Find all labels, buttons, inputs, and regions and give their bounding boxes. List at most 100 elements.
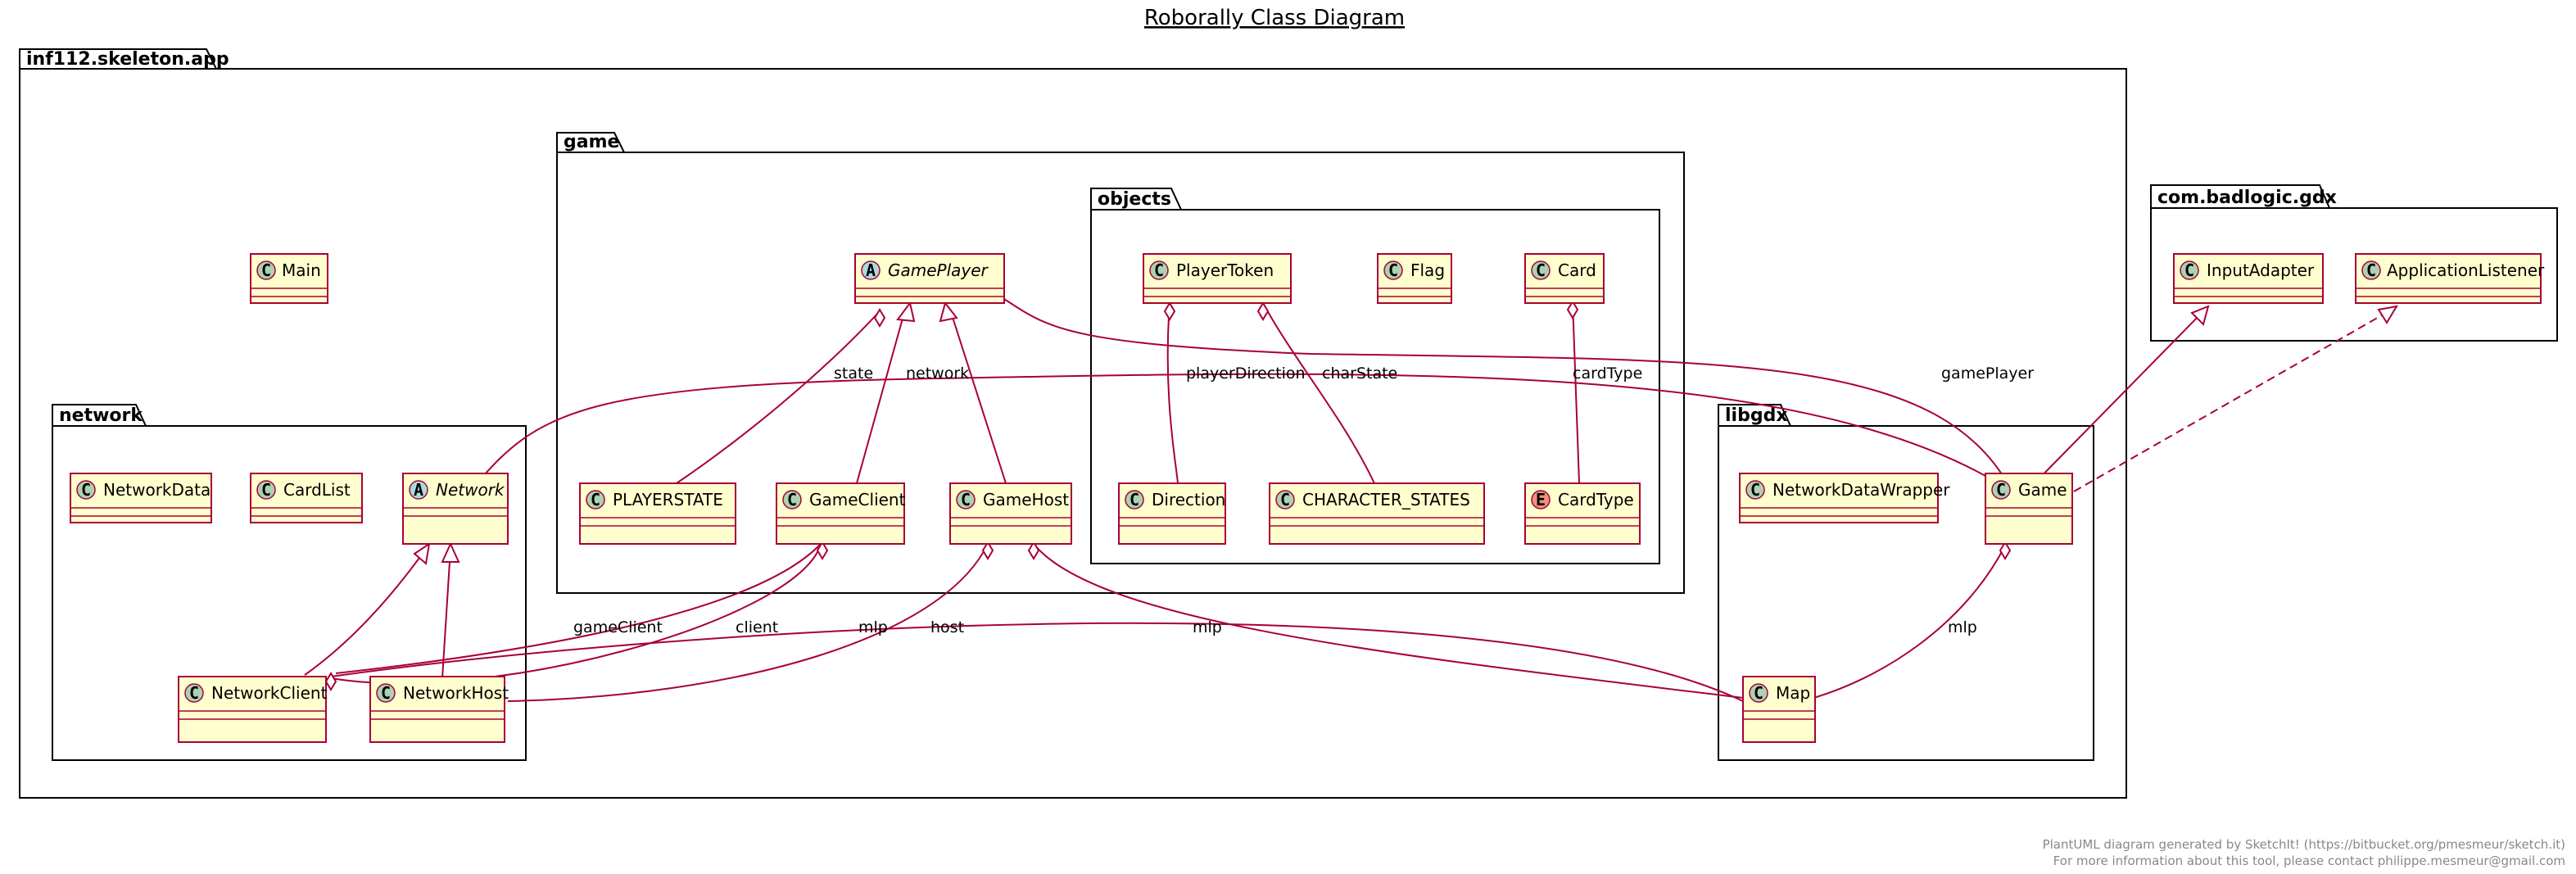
edge-gamehost-inherits-gameplayer bbox=[949, 309, 1007, 484]
package-app-label: inf112.skeleton.app bbox=[26, 49, 229, 70]
class-card-type: E CardType bbox=[1524, 482, 1641, 545]
class-main: C Main bbox=[250, 253, 328, 304]
class-name: PLAYERSTATE bbox=[613, 490, 723, 509]
edge-label-mlp-game: mlp bbox=[1948, 618, 1977, 636]
edge-label-host: host bbox=[930, 618, 964, 636]
class-name: GameClient bbox=[809, 490, 906, 509]
edge-gameplayer-state-playerstate bbox=[676, 310, 881, 484]
class-badge-icon bbox=[376, 683, 396, 703]
class-name: Game bbox=[2018, 480, 2067, 500]
edge-networkhost-inherits-network bbox=[441, 548, 451, 679]
svg-text:C: C bbox=[381, 683, 391, 703]
diamond-gameplayer-state bbox=[873, 308, 886, 328]
class-name: NetworkData bbox=[103, 480, 211, 500]
class-name: Map bbox=[1776, 683, 1810, 703]
svg-text:C: C bbox=[1154, 260, 1164, 280]
class-name: CardList bbox=[283, 480, 351, 500]
class-name: NetworkHost bbox=[403, 683, 509, 703]
edge-gameclient-inherits-gameplayer bbox=[856, 309, 906, 484]
edge-label-mlp-host: mlp bbox=[1193, 618, 1222, 636]
class-name: CHARACTER_STATES bbox=[1302, 490, 1470, 509]
class-game: C Game bbox=[1985, 473, 2073, 545]
class-game-player: A GamePlayer bbox=[854, 253, 1005, 304]
svg-text:C: C bbox=[787, 490, 797, 509]
svg-text:C: C bbox=[961, 490, 971, 509]
class-badge-icon bbox=[1531, 260, 1551, 280]
svg-text:C: C bbox=[1996, 480, 2006, 500]
edge-label-char-state: charState bbox=[1322, 365, 1397, 383]
arrow-head-applicationlistener bbox=[2377, 305, 2398, 324]
class-badge-icon bbox=[1745, 480, 1765, 500]
svg-text:C: C bbox=[1388, 260, 1398, 280]
diamond-gamehost-mlp bbox=[1027, 541, 1040, 560]
package-game-label: game bbox=[564, 132, 619, 152]
class-badge-icon bbox=[1125, 490, 1144, 509]
edge-game-network bbox=[478, 373, 2006, 488]
class-badge-icon bbox=[256, 260, 276, 280]
class-badge-icon bbox=[1991, 480, 2011, 500]
class-game-host: C GameHost bbox=[949, 482, 1072, 545]
edge-gamehost-networkhost bbox=[507, 543, 989, 702]
class-badge-icon bbox=[1275, 490, 1295, 509]
edge-label-game-client: gameClient bbox=[573, 618, 663, 636]
arrow-head-gamehost bbox=[939, 301, 958, 323]
class-name: PlayerToken bbox=[1176, 260, 1274, 280]
edge-playertoken-characterstates bbox=[1262, 302, 1375, 484]
svg-text:E: E bbox=[1536, 490, 1546, 509]
class-network-host: C NetworkHost bbox=[369, 676, 509, 743]
edge-game-gameplayer bbox=[1003, 298, 2009, 486]
diamond-game-mlp bbox=[1999, 541, 2012, 560]
class-input-adapter: C InputAdapter bbox=[2173, 253, 2324, 304]
class-name: NetworkClient bbox=[211, 683, 328, 703]
svg-text:A: A bbox=[866, 260, 876, 280]
svg-text:C: C bbox=[2366, 260, 2376, 280]
svg-text:C: C bbox=[591, 490, 600, 509]
class-badge-icon bbox=[1149, 260, 1169, 280]
class-badge-icon bbox=[2180, 260, 2199, 280]
edge-game-inherits-inputadapter bbox=[2027, 309, 2206, 491]
footer-line-1: PlantUML diagram generated by SketchIt! … bbox=[2043, 837, 2565, 852]
class-name: Flag bbox=[1410, 260, 1445, 280]
class-game-client: C GameClient bbox=[776, 482, 906, 545]
edge-networkclient-map bbox=[330, 622, 1744, 702]
class-name: Card bbox=[1558, 260, 1596, 280]
class-card-list: C CardList bbox=[250, 473, 363, 523]
arrow-head-networkhost bbox=[441, 541, 460, 563]
class-name: Direction bbox=[1152, 490, 1225, 509]
class-name: InputAdapter bbox=[2207, 260, 2315, 280]
svg-text:C: C bbox=[2184, 260, 2194, 280]
edge-label-card-type: cardType bbox=[1573, 365, 1642, 383]
edge-game-map bbox=[1801, 545, 2006, 702]
class-application-listener: C ApplicationListener bbox=[2355, 253, 2545, 304]
edge-label-client: client bbox=[736, 618, 778, 636]
edge-networkclient-inherits-network bbox=[304, 548, 427, 676]
edge-label-mlp-client: mlp bbox=[858, 618, 888, 636]
class-badge-icon bbox=[586, 490, 605, 509]
diamond-playertoken-direction bbox=[1163, 301, 1176, 321]
class-badge-icon bbox=[1749, 683, 1768, 703]
class-badge-icon bbox=[2361, 260, 2381, 280]
edge-gameclient-networkclient bbox=[335, 543, 822, 674]
class-name: NetworkDataWrapper bbox=[1772, 480, 1950, 500]
class-badge-icon bbox=[256, 480, 276, 500]
diamond-card-cardtype bbox=[1566, 300, 1579, 319]
class-name: Main bbox=[282, 260, 321, 280]
class-network: A Network bbox=[402, 473, 509, 545]
enum-badge-icon bbox=[1531, 490, 1551, 509]
package-gdx-label: com.badlogic.gdx bbox=[2157, 188, 2337, 208]
class-character-states: C CHARACTER_STATES bbox=[1269, 482, 1485, 545]
diamond-networkclient-client bbox=[324, 672, 337, 691]
footer-line-2: For more information about this tool, pl… bbox=[2053, 854, 2565, 868]
svg-text:A: A bbox=[414, 480, 423, 500]
svg-text:C: C bbox=[261, 260, 271, 280]
svg-text:C: C bbox=[1280, 490, 1290, 509]
class-badge-icon bbox=[1383, 260, 1403, 280]
edge-playertoken-direction bbox=[1166, 302, 1179, 484]
class-name: Network bbox=[436, 480, 505, 500]
class-badge-icon bbox=[956, 490, 976, 509]
diamond-playertoken-charstate bbox=[1256, 301, 1270, 321]
class-name: CardType bbox=[1558, 490, 1634, 509]
class-flag: C Flag bbox=[1377, 253, 1452, 304]
package-libgdx-label: libgdx bbox=[1725, 405, 1788, 426]
